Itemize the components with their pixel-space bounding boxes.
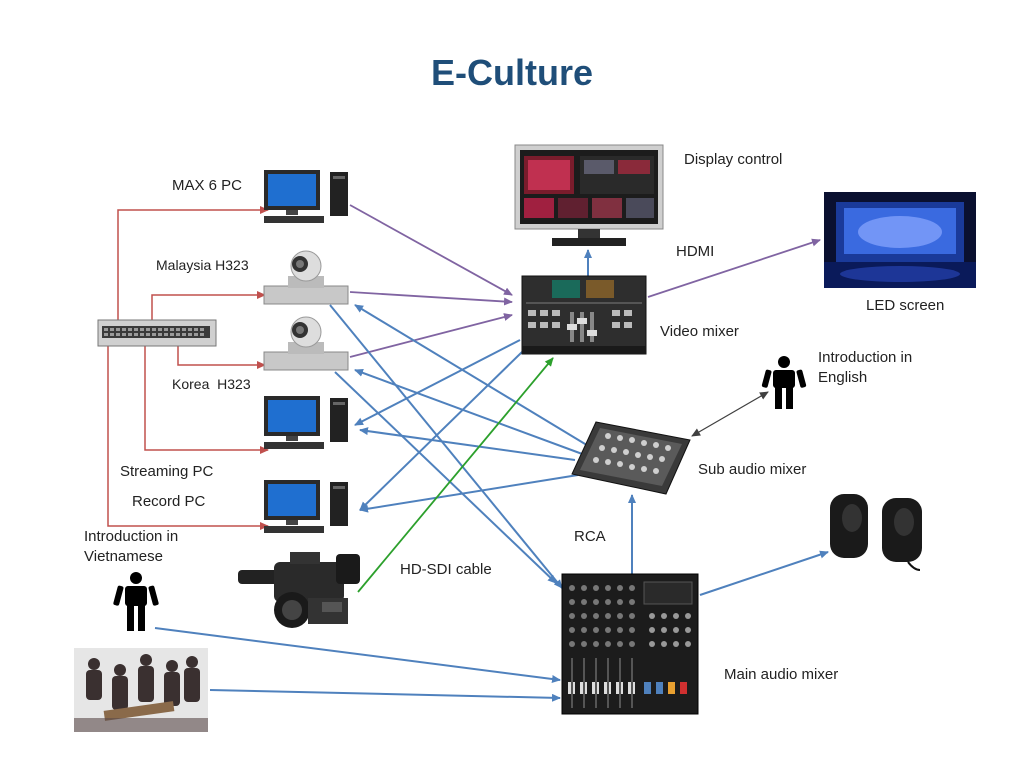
label-intro-english: Introduction in English <box>818 348 958 388</box>
main-audio-mixer-icon <box>561 573 699 715</box>
network-switch-icon <box>97 319 217 347</box>
korea-h323-camera-icon <box>263 316 349 371</box>
sub-audio-mixer-icon <box>571 421 691 495</box>
label-intro-vietnamese-line2: Vietnamese <box>84 548 163 565</box>
display-control-monitor-icon <box>514 144 664 246</box>
camcorder-icon <box>238 552 360 628</box>
person-icon <box>761 356 807 409</box>
label-hd-sdi-cable: HD-SDI cable <box>400 561 492 578</box>
label-sub-audio-mixer: Sub audio mixer <box>698 461 807 478</box>
page-title: E-Culture <box>431 52 593 93</box>
label-malaysia-h323: Malaysia H323 <box>156 257 249 273</box>
video-mixer-icon <box>521 275 647 355</box>
label-intro-english-line1: Introduction in <box>818 349 913 366</box>
record-pc-icon <box>264 480 348 533</box>
speakers-icon <box>830 494 922 571</box>
sdi-link <box>357 357 554 593</box>
audio-links <box>154 249 829 702</box>
label-streaming-pc: Streaming PC <box>120 463 214 480</box>
label-rca: RCA <box>574 528 606 545</box>
streaming-pc-icon <box>264 396 348 449</box>
video-links <box>349 204 821 358</box>
network-links <box>107 206 269 530</box>
label-video-mixer: Video mixer <box>660 323 739 340</box>
english-link <box>691 391 769 437</box>
label-main-audio-mixer: Main audio mixer <box>724 666 839 683</box>
label-display-control: Display control <box>684 151 783 168</box>
led-screen-icon <box>824 192 976 288</box>
label-record-pc: Record PC <box>132 493 206 510</box>
label-intro-english-line2: English <box>818 369 868 386</box>
label-korea-h323: Korea H323 <box>172 376 251 392</box>
label-intro-vietnamese: Introduction in Vietnamese <box>84 527 224 567</box>
label-intro-vietnamese-line1: Introduction in <box>84 528 179 545</box>
label-led-screen: LED screen <box>866 297 945 314</box>
person-icon <box>113 572 159 631</box>
label-hdmi: HDMI <box>676 243 715 260</box>
max6-pc-icon <box>264 170 348 223</box>
label-max6-pc: MAX 6 PC <box>172 177 243 194</box>
malaysia-h323-camera-icon <box>263 250 349 305</box>
music-ensemble-photo <box>74 648 208 732</box>
